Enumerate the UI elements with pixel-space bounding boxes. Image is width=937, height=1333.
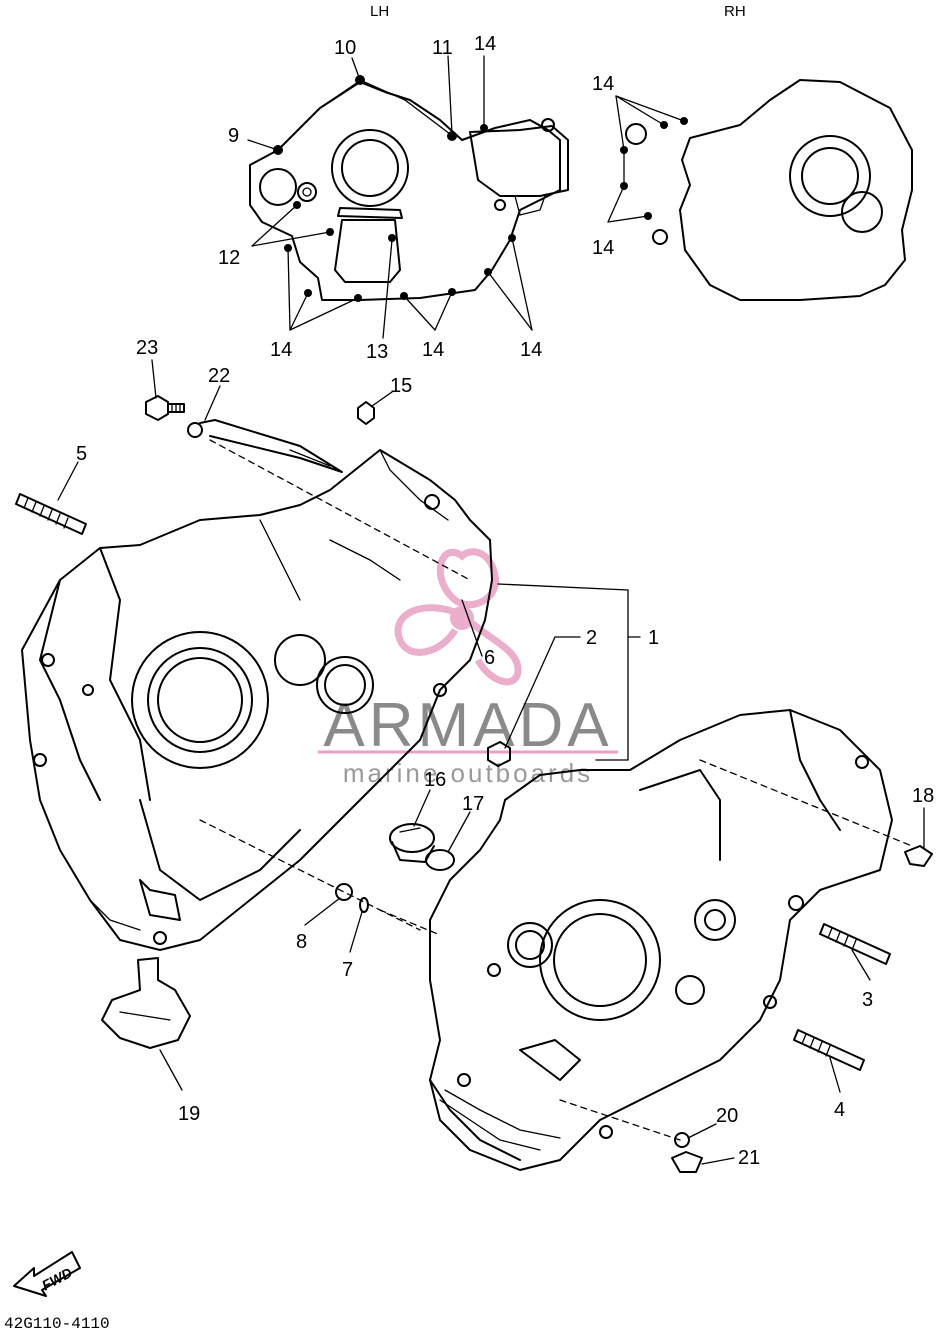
callout-16: 16 (424, 769, 446, 791)
callout-leaders (57, 359, 925, 1165)
callout-17: 17 (462, 793, 484, 815)
callout-12: 12 (218, 247, 240, 269)
watermark-brand: ARMADA (323, 691, 612, 760)
o-ring-17 (425, 849, 455, 871)
callout-1: 1 (648, 627, 659, 649)
callout-21: 21 (738, 1147, 760, 1169)
stud-4 (793, 1029, 865, 1071)
callout-22: 22 (208, 365, 230, 387)
callout-14-rh-bottom: 14 (592, 237, 614, 259)
callout-labels: 1 2 3 4 5 6 7 8 9 10 11 12 13 14 14 14 1… (76, 33, 934, 1169)
callout-14-lh-right: 14 (520, 339, 542, 361)
callout-23: 23 (136, 337, 158, 359)
washer-20 (674, 1132, 690, 1148)
drain-plug-21 (671, 1151, 703, 1173)
dowel-2 (487, 741, 511, 767)
strainer-19 (101, 957, 191, 1049)
callout-18: 18 (912, 785, 934, 807)
callout-7: 7 (342, 959, 353, 981)
callout-9: 9 (228, 125, 239, 147)
callout-3: 3 (862, 989, 873, 1011)
callout-20: 20 (716, 1105, 738, 1127)
callout-4: 4 (834, 1099, 845, 1121)
o-ring-7 (359, 897, 369, 913)
callout-19: 19 (178, 1103, 200, 1125)
callout-5: 5 (76, 443, 87, 465)
stud-3 (819, 923, 891, 965)
callout-10: 10 (334, 37, 356, 59)
callout-14-top: 14 (474, 33, 496, 55)
plug-18 (904, 845, 933, 867)
oil-seal-8 (335, 883, 353, 901)
callout-14-lh-left: 14 (270, 339, 292, 361)
dipstick-22 (187, 419, 343, 473)
view-label-rh: RH (724, 3, 746, 20)
callout-13: 13 (366, 341, 388, 363)
callout-14-lh-mid: 14 (422, 339, 444, 361)
callout-6: 6 (484, 647, 495, 669)
callout-11: 11 (432, 37, 453, 59)
callout-2: 2 (586, 627, 597, 649)
callout-14-rh-top: 14 (592, 73, 614, 95)
callout-8: 8 (296, 931, 307, 953)
stud-5 (15, 493, 87, 535)
watermark-logo (394, 548, 522, 686)
rh-gasket-view (607, 79, 913, 301)
part-code: 42G110-4110 (4, 1315, 110, 1333)
bolt-23 (145, 395, 185, 421)
view-label-lh: LH (370, 3, 389, 20)
crankcase-left-half (21, 439, 493, 951)
plug-15 (357, 401, 375, 425)
forward-arrow: FWD (13, 1251, 81, 1297)
callout-15: 15 (390, 375, 412, 397)
lh-gasket-view (247, 55, 569, 339)
crankcase-right-half (379, 709, 913, 1171)
